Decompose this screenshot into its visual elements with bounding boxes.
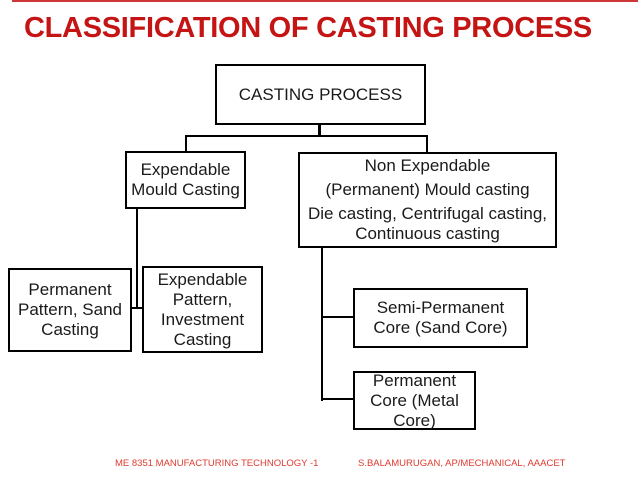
connector-non-expendable-drop (321, 246, 323, 401)
connector-pattern-tick (131, 307, 143, 309)
connector-drop-expendable-mould (185, 135, 187, 152)
node-permanent-core: Permanent Core (Metal Core) (353, 371, 476, 430)
connector-expendable-mould-drop (136, 207, 138, 309)
node-permanent-pattern-sand-casting: Permanent Pattern, Sand Casting (8, 268, 132, 352)
node-non-expendable-line1: Non Expendable (364, 156, 491, 175)
node-expendable-mould-casting: Expendable Mould Casting (125, 151, 246, 209)
connector-drop-non-expendable (426, 135, 428, 153)
connector-root-stub (318, 125, 321, 137)
node-casting-process: CASTING PROCESS (215, 64, 426, 125)
connector-root-hbar (185, 135, 428, 137)
node-expendable-pattern-investment-casting: Expendable Pattern, Investment Casting (142, 266, 263, 353)
connector-permanent-core-tick (321, 398, 354, 400)
node-casting-process-label: CASTING PROCESS (238, 84, 403, 104)
node-semi-permanent-core: Semi-Permanent Core (Sand Core) (353, 288, 528, 348)
node-non-expendable: Non Expendable (Permanent) Mould casting… (298, 152, 557, 248)
node-expendable-pattern-investment-casting-label: Expendable Pattern, Investment Casting (157, 269, 248, 349)
node-non-expendable-line2: (Permanent) Mould casting (325, 180, 530, 199)
node-expendable-mould-casting-label: Expendable Mould Casting (131, 160, 240, 199)
connector-semi-permanent-core-tick (321, 316, 354, 318)
node-permanent-core-label: Permanent Core (Metal Core) (370, 370, 459, 430)
footer-course: ME 8351 MANUFACTURING TECHNOLOGY -1 (115, 458, 319, 469)
node-non-expendable-line3: Die casting, Centrifugal casting, Contin… (307, 204, 548, 243)
slide-title: CLASSIFICATION OF CASTING PROCESS (24, 12, 592, 44)
node-semi-permanent-core-label: Semi-Permanent Core (Sand Core) (373, 298, 508, 337)
footer-author: S.BALAMURUGAN, AP/MECHANICAL, AAACET (358, 458, 566, 469)
slide-top-edge-stripe (12, 0, 638, 2)
node-permanent-pattern-sand-casting-label: Permanent Pattern, Sand Casting (18, 280, 122, 339)
